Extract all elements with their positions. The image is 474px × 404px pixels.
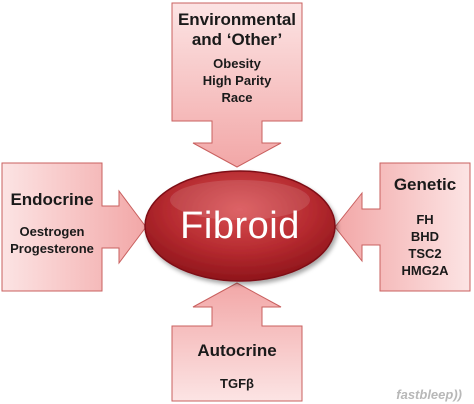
endocrine-item: Oestrogen — [19, 224, 85, 239]
fastbleep-watermark: fastbleep)) — [396, 387, 462, 402]
fibroid-ellipse — [144, 170, 336, 282]
endocrine-title: Endocrine — [10, 190, 94, 209]
endocrine-callout-shape — [1, 162, 147, 292]
environmental-callout-shape — [171, 2, 303, 168]
autocrine-callout-shape — [171, 282, 303, 402]
genetic-callout-shape — [334, 162, 471, 292]
environmental-item: High Parity — [202, 73, 272, 88]
fibroid-ellipse-highlight — [170, 180, 310, 220]
environmental-title-line2: and ‘Other’ — [191, 30, 283, 49]
fibroid-label: Fibroid — [180, 204, 300, 247]
autocrine-items: TGFβ — [220, 375, 254, 392]
environmental-item: Race — [221, 90, 253, 105]
genetic-title: Genetic — [393, 175, 457, 194]
genetic-item: BHD — [410, 229, 440, 244]
environmental-item: Obesity — [213, 56, 261, 71]
autocrine-box: Autocrine TGFβ — [172, 326, 302, 401]
endocrine-items: Oestrogen Progesterone — [10, 223, 94, 257]
genetic-item: FH — [416, 212, 434, 227]
endocrine-item: Progesterone — [10, 241, 94, 256]
environmental-title-line1: Environmental — [177, 10, 297, 29]
genetic-items: FH BHD TSC2 HMG2A — [402, 211, 449, 279]
environmental-items: Obesity High Parity Race — [203, 55, 272, 106]
environmental-box: Environmental and ‘Other’ Obesity High P… — [172, 3, 302, 121]
endocrine-box: Endocrine Oestrogen Progesterone — [2, 163, 102, 291]
genetic-item: HMG2A — [401, 263, 449, 278]
genetic-box: Genetic FH BHD TSC2 HMG2A — [380, 163, 470, 291]
autocrine-title: Autocrine — [197, 341, 277, 360]
genetic-item: TSC2 — [408, 246, 442, 261]
autocrine-item: TGFβ — [220, 376, 254, 391]
